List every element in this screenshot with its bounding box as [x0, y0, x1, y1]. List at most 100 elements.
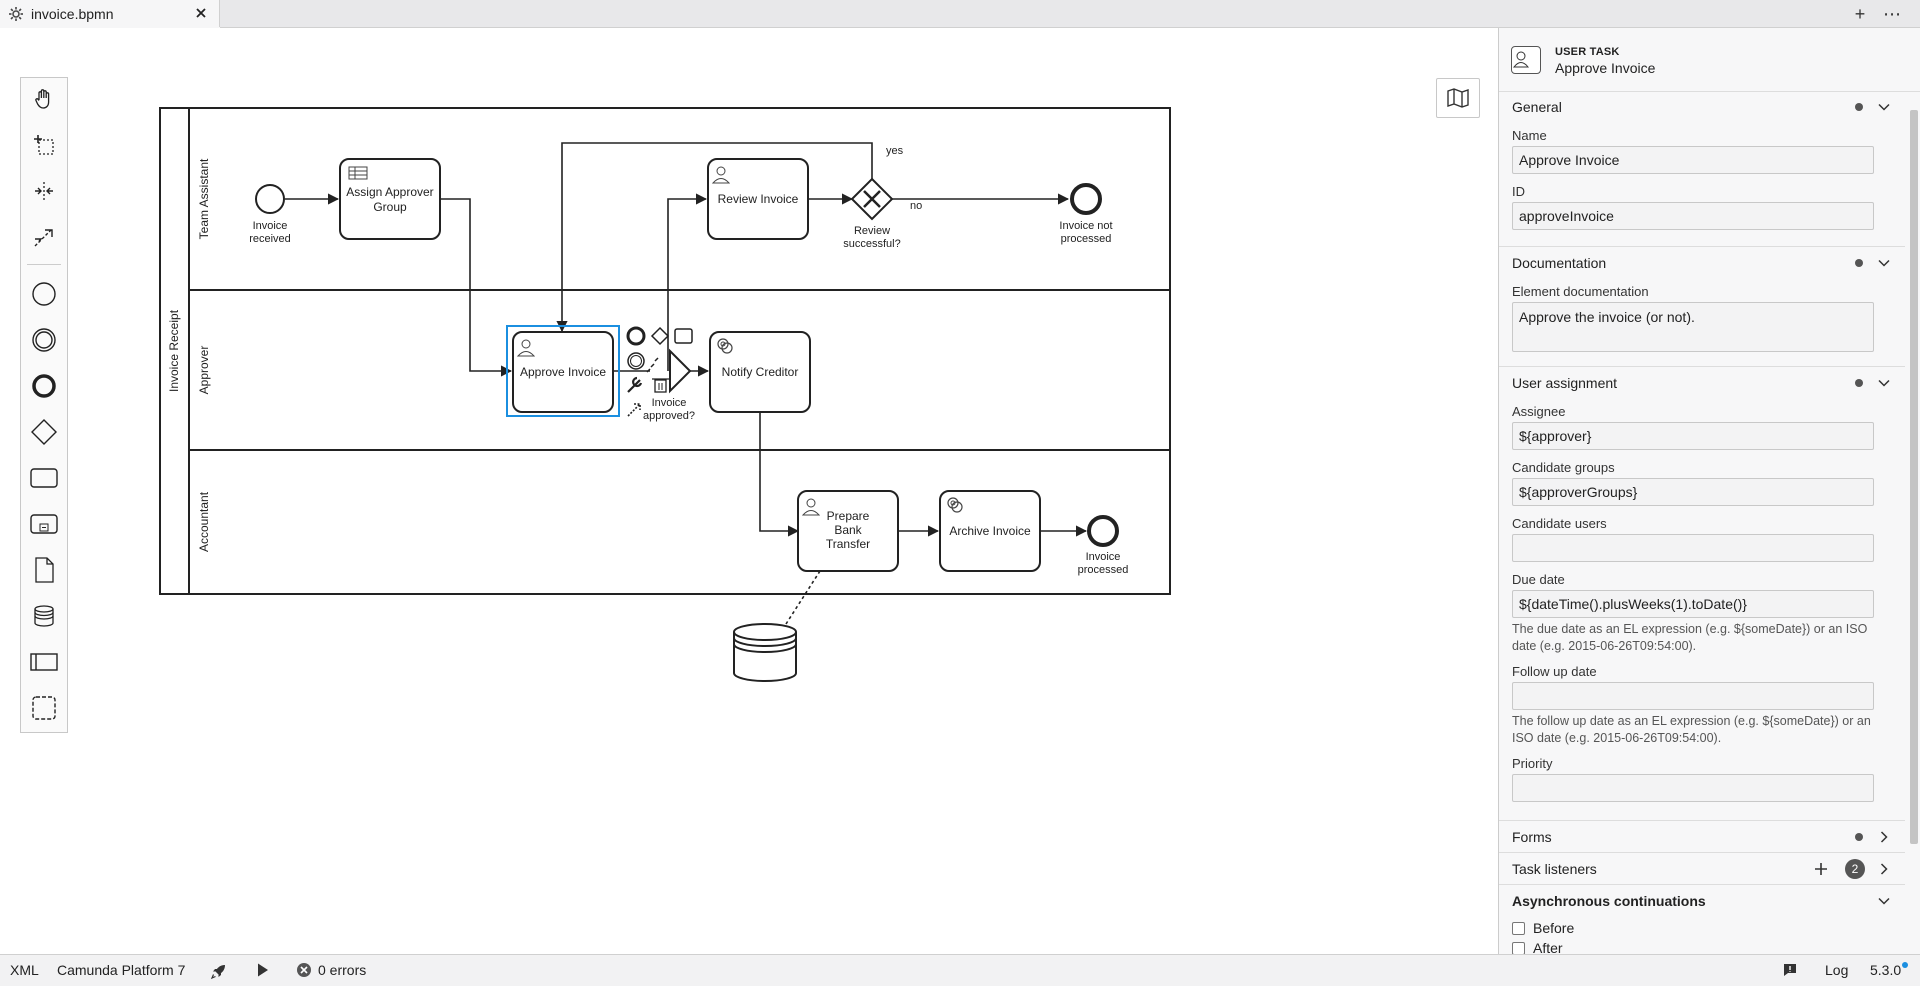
tab-title: invoice.bpmn — [31, 6, 114, 22]
group-data-indicator — [1855, 833, 1863, 841]
panel-header: USER TASK Approve Invoice — [1499, 28, 1920, 92]
task-review-invoice[interactable] — [707, 158, 809, 240]
append-gateway-icon[interactable] — [650, 326, 670, 346]
task-label: Assign Approver — [346, 185, 433, 199]
deploy-button[interactable] — [210, 962, 228, 980]
end-event-invoice-processed[interactable] — [1087, 515, 1119, 547]
group-title: General — [1512, 99, 1562, 115]
group-documentation-header[interactable]: Documentation — [1499, 248, 1905, 278]
group-icon[interactable] — [29, 693, 59, 723]
task-archive-invoice[interactable] — [939, 490, 1041, 572]
delete-icon[interactable] — [652, 378, 669, 393]
group-forms-header[interactable]: Forms — [1499, 822, 1905, 852]
log-label: Log — [1825, 962, 1849, 978]
assignee-field[interactable]: ${approver} — [1512, 422, 1874, 450]
end-event-invoice-not-processed[interactable] — [1070, 183, 1102, 215]
sequence-flow[interactable] — [440, 198, 513, 377]
new-tab-button[interactable]: + — [1854, 3, 1866, 24]
checkbox[interactable] — [1512, 921, 1525, 935]
end-event-icon[interactable] — [29, 371, 59, 401]
subprocess-icon[interactable] — [29, 509, 59, 539]
selection-outline — [506, 325, 620, 417]
data-store[interactable] — [733, 623, 797, 682]
id-field[interactable]: approveInvoice — [1512, 202, 1874, 230]
due-date-field[interactable]: ${dateTime().plusWeeks(1).toDate()} — [1512, 590, 1874, 618]
palette-separator — [27, 264, 61, 265]
close-icon[interactable] — [193, 5, 209, 21]
element-type: USER TASK — [1555, 46, 1620, 58]
hand-tool-icon[interactable] — [29, 84, 59, 114]
text-annotation-icon[interactable] — [646, 357, 659, 373]
append-task-icon[interactable] — [674, 328, 693, 344]
run-button[interactable] — [256, 962, 270, 978]
group-separator — [1499, 366, 1905, 367]
log-button[interactable]: Log — [1825, 962, 1848, 978]
async-after-checkbox[interactable]: After — [1512, 940, 1563, 954]
user-task-icon — [711, 166, 731, 184]
name-field[interactable]: Approve Invoice — [1512, 146, 1874, 174]
gateway-icon[interactable] — [29, 417, 59, 447]
panel-scrollbar[interactable] — [1910, 110, 1918, 844]
minimap-toggle-button[interactable] — [1436, 78, 1480, 118]
group-title: Task listeners — [1512, 861, 1597, 877]
checkbox[interactable] — [1512, 941, 1525, 954]
follow-up-date-field[interactable] — [1512, 682, 1874, 710]
sequence-flow[interactable] — [556, 142, 873, 333]
user-task-icon — [516, 339, 536, 357]
lane-label-accountant: Accountant — [197, 491, 211, 552]
group-async-header[interactable]: Asynchronous continuations — [1499, 886, 1905, 916]
pool[interactable] — [159, 107, 1171, 595]
start-event-icon[interactable] — [29, 279, 59, 309]
name-label: Name — [1512, 128, 1547, 143]
global-connect-icon[interactable] — [29, 222, 59, 252]
task-label: Group — [373, 200, 407, 214]
pool-icon[interactable] — [29, 647, 59, 677]
data-association[interactable] — [785, 570, 821, 625]
task-icon[interactable] — [29, 463, 59, 493]
group-general-header[interactable]: General — [1499, 92, 1905, 122]
task-approve-invoice[interactable] — [512, 331, 614, 413]
xml-view-button[interactable]: XML — [10, 962, 39, 978]
data-store-icon[interactable] — [29, 601, 59, 631]
pool-label: Invoice Receipt — [167, 309, 181, 392]
play-icon — [258, 963, 268, 977]
candidate-groups-field[interactable]: ${approverGroups} — [1512, 478, 1874, 506]
feedback-button[interactable] — [1782, 962, 1798, 978]
diagram-canvas[interactable]: Invoice Receipt Team Assistant Approver … — [0, 28, 1498, 954]
task-prepare-bank-transfer[interactable] — [797, 490, 899, 572]
problems-button[interactable]: 0 errors — [296, 962, 366, 978]
more-menu-button[interactable]: ⋯ — [1883, 3, 1901, 24]
space-tool-icon[interactable] — [29, 176, 59, 206]
append-end-event-icon[interactable] — [626, 326, 646, 346]
documentation-field[interactable]: Approve the invoice (or not). — [1512, 302, 1874, 352]
priority-label: Priority — [1512, 756, 1553, 771]
version-button[interactable]: 5.3.0 — [1870, 962, 1909, 978]
add-listener-icon[interactable] — [1813, 861, 1829, 877]
task-notify-creditor[interactable] — [709, 331, 811, 413]
group-user-assignment-header[interactable]: User assignment — [1499, 368, 1905, 398]
gear-icon — [9, 7, 23, 21]
chevron-down-icon — [1878, 379, 1890, 387]
intermediate-event-icon[interactable] — [29, 325, 59, 355]
task-label: Notify Creditor — [722, 365, 799, 379]
tool-palette — [20, 77, 68, 733]
sequence-flow[interactable] — [759, 412, 800, 537]
lasso-tool-icon[interactable] — [29, 130, 59, 160]
priority-field[interactable] — [1512, 774, 1874, 802]
update-dot — [1902, 962, 1909, 968]
event-label: received — [249, 233, 291, 245]
connect-icon[interactable] — [627, 403, 641, 417]
file-tab[interactable]: invoice.bpmn — [0, 0, 220, 29]
gateway-invoice-approved[interactable] — [669, 348, 692, 394]
data-object-icon[interactable] — [29, 555, 59, 585]
platform-selector[interactable]: Camunda Platform 7 — [57, 962, 185, 978]
async-before-checkbox[interactable]: Before — [1512, 920, 1574, 936]
chevron-down-icon — [1878, 897, 1890, 905]
sequence-flow[interactable] — [667, 193, 708, 371]
wrench-icon[interactable] — [627, 376, 643, 393]
start-event-invoice-received[interactable] — [255, 184, 285, 214]
bpmn-diagram: Invoice Receipt Team Assistant Approver … — [159, 107, 1171, 682]
candidate-users-field[interactable] — [1512, 534, 1874, 562]
group-task-listeners-header[interactable]: Task listeners 2 — [1499, 854, 1905, 884]
chevron-right-icon — [1880, 831, 1888, 843]
